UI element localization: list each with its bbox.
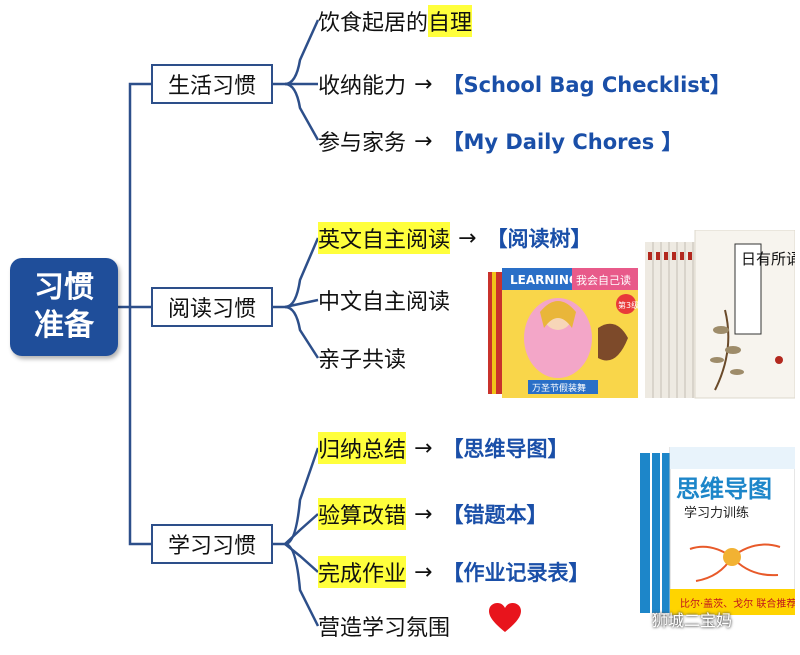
link-reading-tree[interactable]: 【阅读树】 — [486, 227, 592, 251]
item-study-atmosphere: 营造学习氛围 — [318, 608, 450, 644]
item-text: 验算改错 — [318, 498, 407, 530]
link-mistake-book[interactable]: 【错题本】 — [442, 503, 548, 527]
learning-title: LEARNING — [510, 273, 579, 287]
watermark-text: 狮城二宝妈 — [652, 611, 733, 630]
arrow-icon: → — [414, 559, 433, 585]
category-label: 阅读习惯 — [167, 297, 256, 322]
root-label-line2: 准备 — [34, 308, 94, 343]
learning-book-set-image: LEARNING 我会自己读 第3级 万圣节假装舞 — [488, 268, 638, 398]
root-label-line1: 习惯 — [34, 270, 94, 305]
arrow-icon: → — [414, 71, 433, 97]
mindmap-title: 思维导图 — [676, 475, 772, 503]
learning-badge: 第3级 — [618, 300, 638, 310]
mindmap-subtitle: 学习力训练 — [684, 505, 749, 521]
link-homework-log[interactable]: 【作业记录表】 — [442, 561, 590, 585]
item-homework: 完成作业 → 【作业记录表】 — [318, 554, 589, 590]
item-text: 饮食起居的 — [318, 11, 429, 36]
item-chinese-reading: 中文自主阅读 — [318, 282, 450, 318]
category-reading-habits: 阅读习惯 — [151, 287, 273, 327]
learning-caption: 万圣节假装舞 — [532, 382, 586, 394]
mind-map-book-set-image: 思维导图 学习力训练 比尔·盖茨、戈尔 联合推荐 — [640, 447, 795, 615]
item-parent-child-reading: 亲子共读 — [318, 340, 406, 376]
arrow-icon: → — [414, 501, 433, 527]
category-study-habits: 学习习惯 — [151, 524, 273, 564]
classic-reading-book-set-image: 日有所诵 — [645, 230, 795, 399]
item-text: 营造学习氛围 — [318, 616, 451, 641]
learning-subtitle: 我会自己读 — [576, 273, 631, 287]
item-self-care: 饮食起居的自理 — [318, 3, 473, 39]
heart-icon — [489, 603, 521, 632]
item-highlight: 自理 — [428, 5, 473, 37]
item-text: 参与家务 — [318, 131, 407, 156]
link-school-bag-checklist[interactable]: 【School Bag Checklist】 — [442, 73, 731, 97]
item-text: 归纳总结 — [318, 432, 407, 464]
arrow-icon: → — [414, 128, 433, 154]
link-mind-map[interactable]: 【思维导图】 — [442, 437, 569, 461]
item-text: 亲子共读 — [318, 348, 407, 373]
mindmap-banner: 比尔·盖茨、戈尔 联合推荐 — [680, 597, 795, 610]
item-chores: 参与家务 → 【My Daily Chores 】 — [318, 123, 683, 159]
item-text: 收纳能力 — [318, 74, 407, 99]
watermark: 狮城二宝妈 — [652, 607, 732, 631]
category-label: 学习习惯 — [167, 534, 256, 559]
item-text: 英文自主阅读 — [318, 222, 451, 254]
category-life-habits: 生活习惯 — [151, 64, 273, 104]
item-text: 中文自主阅读 — [318, 290, 451, 315]
link-my-daily-chores[interactable]: 【My Daily Chores 】 — [442, 130, 683, 154]
root-node: 习惯 准备 — [10, 258, 118, 356]
item-english-reading: 英文自主阅读 → 【阅读树】 — [318, 220, 591, 256]
category-label: 生活习惯 — [167, 74, 256, 99]
item-organizing: 收纳能力 → 【School Bag Checklist】 — [318, 66, 731, 102]
item-text: 完成作业 — [318, 556, 407, 588]
classic-title: 日有所诵 — [741, 250, 795, 268]
item-check-corrections: 验算改错 → 【错题本】 — [318, 496, 547, 532]
arrow-icon: → — [414, 435, 433, 461]
item-summarize: 归纳总结 → 【思维导图】 — [318, 430, 568, 466]
arrow-icon: → — [458, 225, 477, 251]
